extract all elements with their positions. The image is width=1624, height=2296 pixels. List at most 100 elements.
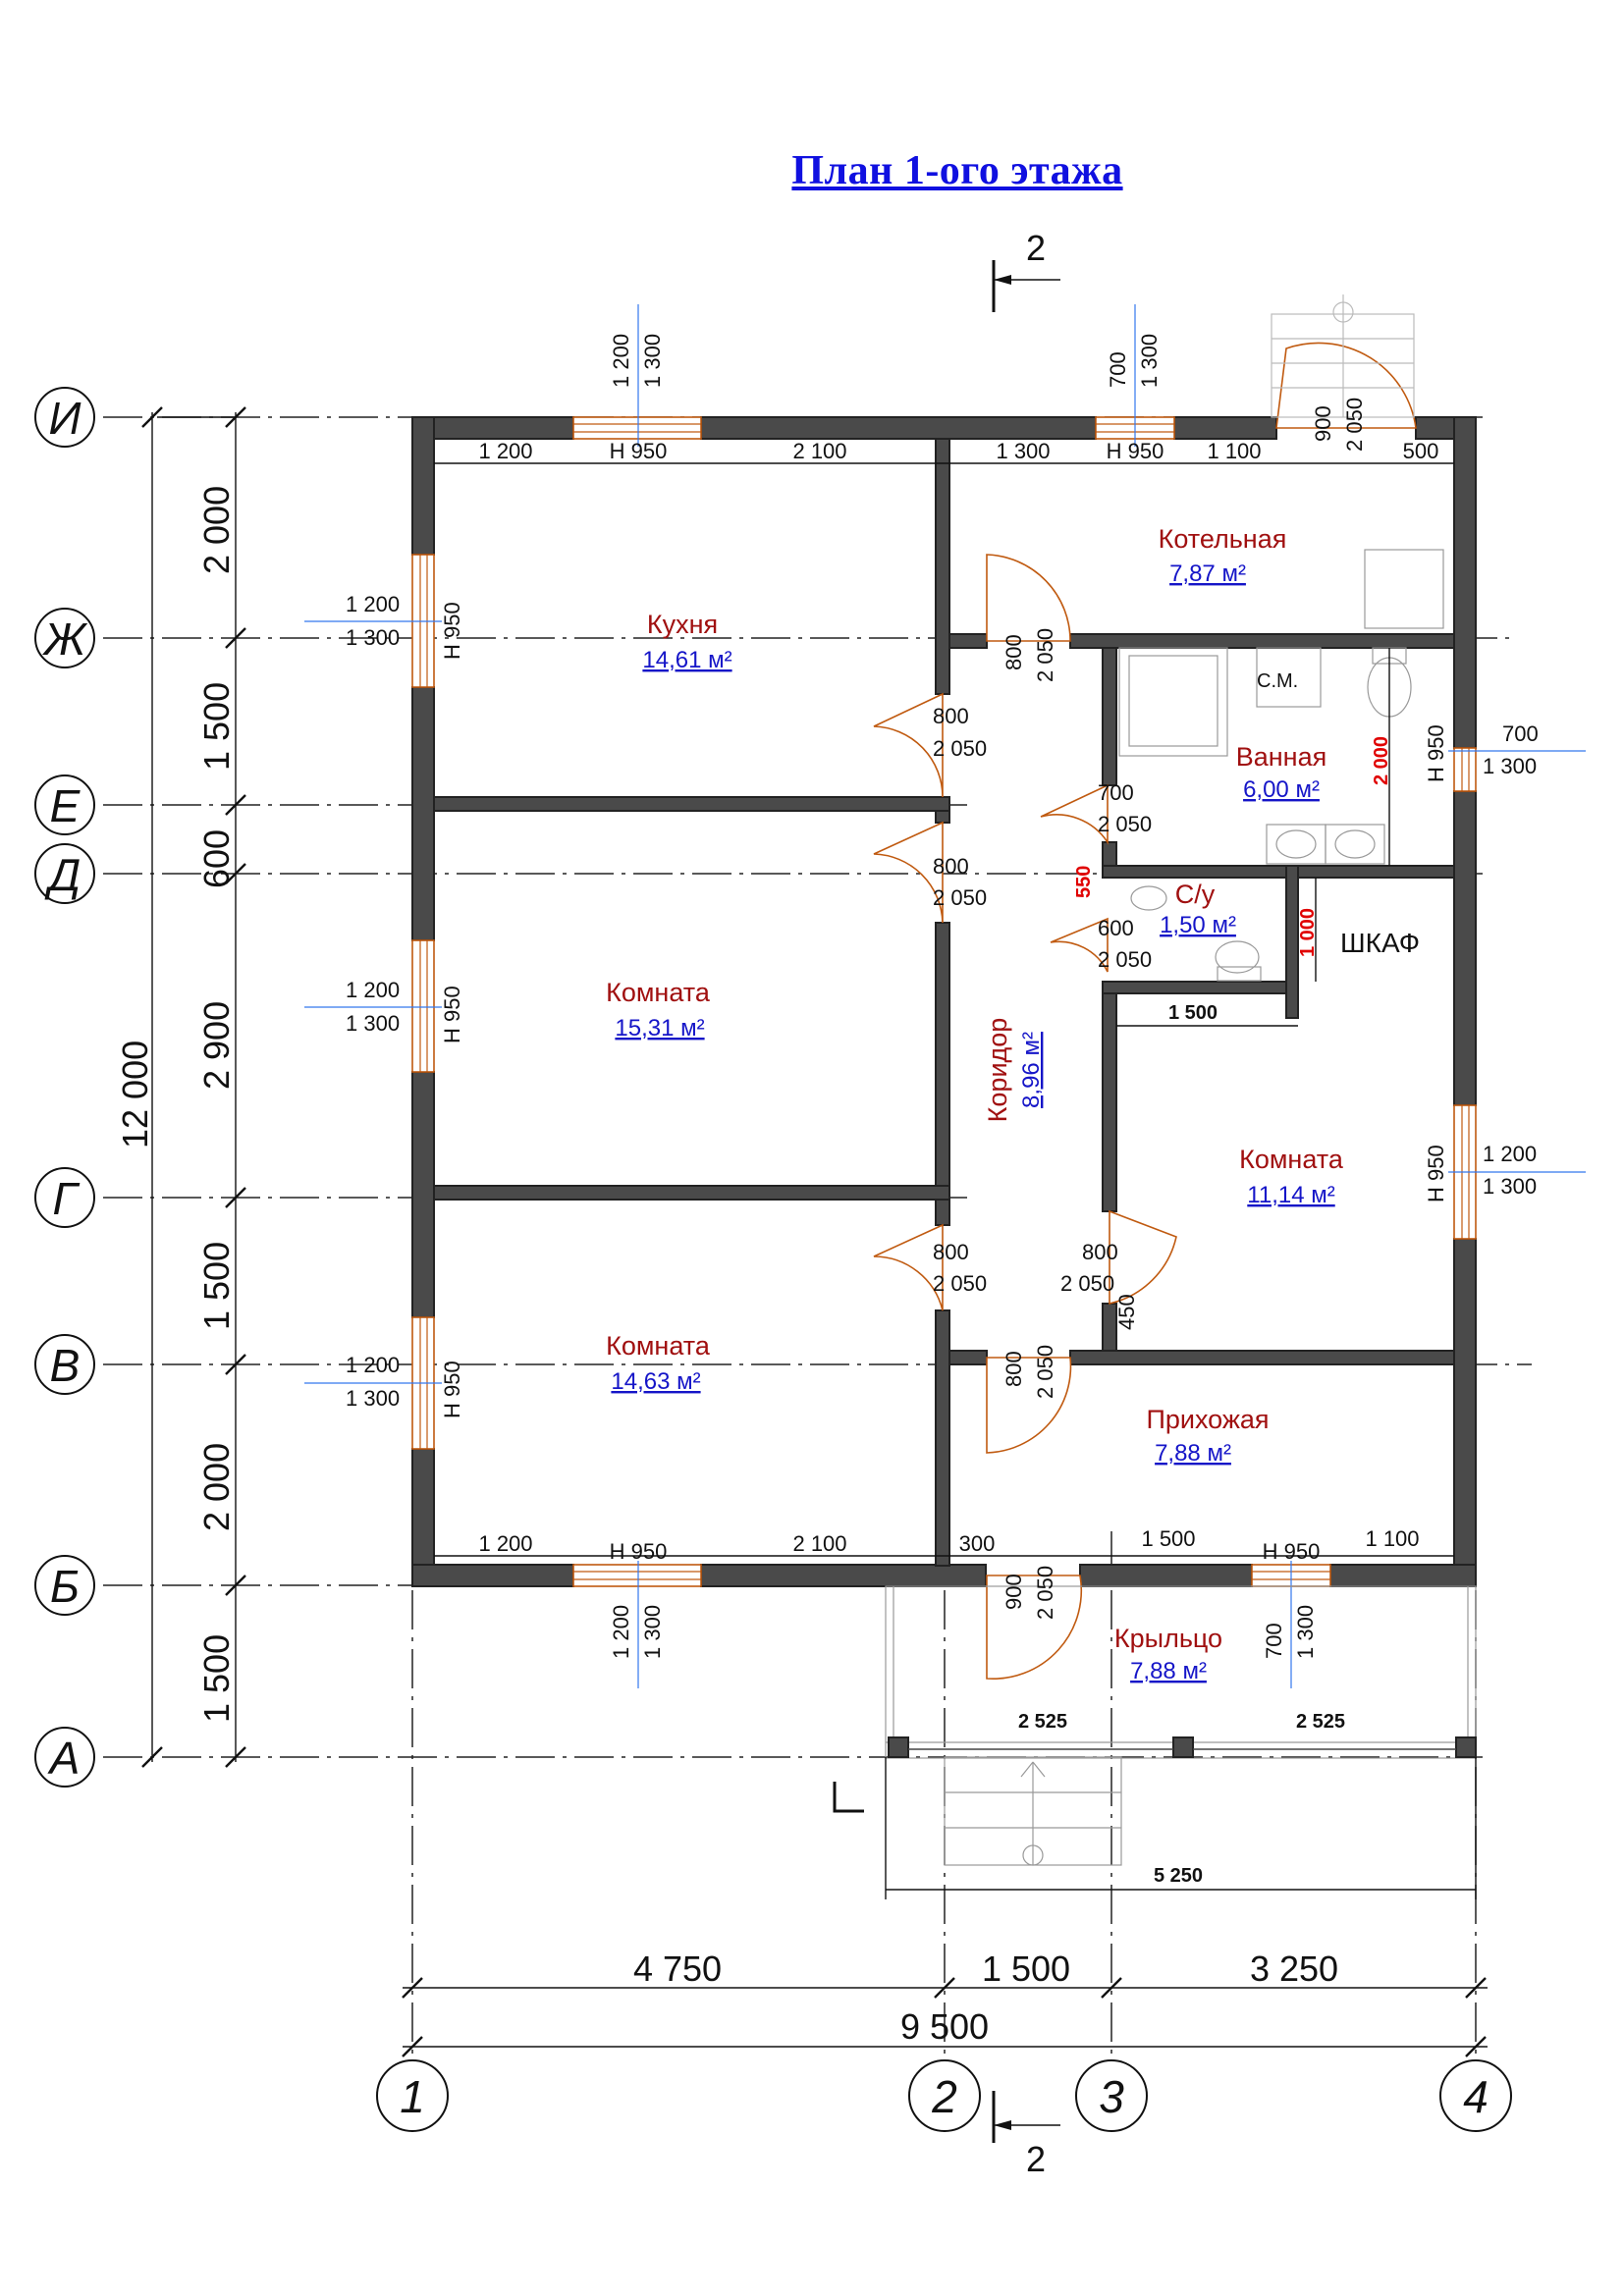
axis-row-6: В (50, 1340, 81, 1391)
room-area-corridor: 8,96 м² (1018, 1032, 1045, 1108)
win-right2-n: Н 950 (1424, 1145, 1448, 1202)
bottom-wall-dim-6: Н 950 (1263, 1539, 1321, 1564)
left-dim-4: 2 900 (196, 1001, 237, 1090)
door-top-h: 2 050 (1342, 398, 1367, 452)
section-mark-top: 2 (992, 228, 1060, 312)
win-bot2-w: 700 (1262, 1623, 1286, 1659)
door-wc-h: 2 050 (1098, 947, 1152, 972)
doors (873, 342, 1417, 1681)
section-mark-bottom: 2 (992, 2091, 1060, 2179)
room-name-room1: Комната (606, 978, 711, 1007)
win-right2-h: 1 300 (1483, 1174, 1537, 1199)
win-left2-n: Н 950 (440, 986, 464, 1043)
win-left2-h: 1 300 (346, 1011, 400, 1036)
axis-row-4: Д (44, 849, 81, 900)
room-labels: Кухня 14,61 м² Котельная 7,87 м² Ванная … (606, 524, 1420, 1684)
win-right1-n: Н 950 (1424, 724, 1448, 782)
room-name-corridor: Коридор (983, 1018, 1012, 1123)
door-entry-w: 900 (1001, 1574, 1026, 1610)
bottom-wall-dim-7: 1 100 (1365, 1526, 1419, 1551)
room-area-room3: 14,63 м² (611, 1368, 700, 1395)
room-area-room2: 11,14 м² (1247, 1182, 1334, 1208)
door-room3-w: 800 (933, 1240, 969, 1264)
door-kitchen-h: 2 050 (933, 736, 987, 761)
top-wall-dim-6: 1 100 (1207, 439, 1261, 463)
porch-width: 5 250 (1154, 1865, 1203, 1887)
door-entry-h: 2 050 (1033, 1566, 1057, 1620)
porch-half-right: 2 525 (1296, 1711, 1345, 1733)
axis-lines (103, 416, 1532, 2056)
win-right1-h: 1 300 (1483, 754, 1537, 778)
room-name-bath: Ванная (1236, 742, 1326, 772)
room-name-kitchen: Кухня (647, 610, 718, 639)
axis-row-8: А (47, 1733, 81, 1784)
bottom-dim-2: 1 500 (982, 1949, 1070, 1989)
win-left1-n: Н 950 (440, 602, 464, 660)
room-area-kitchen: 14,61 м² (642, 647, 731, 673)
section-label-bottom: 2 (1026, 2139, 1046, 2179)
section-label-top: 2 (1026, 228, 1046, 268)
total-height: 12 000 (115, 1041, 155, 1148)
win-bot1-h: 1 300 (640, 1605, 665, 1659)
left-dim-7: 1 500 (196, 1634, 237, 1723)
door-kitchen-w: 800 (933, 704, 969, 728)
axis-row-5: Г (52, 1173, 80, 1224)
col-axis-bubbles: 1 2 3 4 (376, 2059, 1512, 2132)
red-dim-1000: 1 000 (1297, 908, 1319, 957)
left-dim-1: 2 000 (196, 486, 237, 574)
row-axis-bubbles: И Ж Е Д Г В Б А (34, 387, 95, 1788)
door-boiler-h: 2 050 (1033, 628, 1057, 682)
room-area-bath: 6,00 м² (1243, 776, 1320, 803)
win-left2-w: 1 200 (346, 978, 400, 1002)
bottom-dim-1: 4 750 (633, 1949, 722, 1989)
win-bot2-h: 1 300 (1293, 1605, 1318, 1659)
bottom-dim-3: 3 250 (1250, 1949, 1338, 1989)
axis-row-2: Ж (42, 614, 88, 665)
door-bath-h: 2 050 (1098, 812, 1152, 836)
door-hall-h: 2 050 (1033, 1345, 1057, 1399)
top-wall-dim-2: Н 950 (610, 439, 668, 463)
section-mark-corner (833, 1782, 864, 1813)
door-bath-w: 700 (1098, 780, 1134, 805)
room-area-porch: 7,88 м² (1130, 1658, 1207, 1684)
door-room1-w: 800 (933, 854, 969, 879)
porch-half-left: 2 525 (1018, 1711, 1067, 1733)
washer-label: С.М. (1257, 670, 1298, 692)
top-wall-dim-3: 2 100 (792, 439, 846, 463)
axis-col-4: 4 (1463, 2071, 1489, 2122)
left-dim-6: 2 000 (196, 1443, 237, 1531)
closet-label: ШКАФ (1340, 928, 1420, 958)
red-dim-bath-2000: 2 000 (1371, 736, 1392, 785)
room-name-porch: Крыльцо (1114, 1624, 1222, 1653)
top-wall-dim-5: Н 950 (1107, 439, 1164, 463)
door-room2-h: 2 050 (1060, 1271, 1114, 1296)
room-name-hall: Прихожая (1146, 1405, 1269, 1434)
axis-col-1: 1 (400, 2071, 425, 2122)
wall-dimensions: 1 200 Н 950 2 100 1 300 Н 950 1 100 500 … (434, 439, 1454, 1564)
red-dimensions: 2 000 550 1 000 1 500 (1073, 648, 1392, 1027)
axis-row-1: И (49, 393, 81, 444)
left-dim-2: 1 500 (196, 682, 237, 771)
top-wall-dim-7: 500 (1403, 439, 1439, 463)
top-wall-dim-4: 1 300 (996, 439, 1050, 463)
bottom-wall-dim-2: Н 950 (610, 1539, 668, 1564)
total-width: 9 500 (900, 2006, 989, 2047)
walls (411, 416, 1477, 1587)
left-dim-3: 600 (196, 829, 237, 888)
porch: 5 250 2 525 2 525 (885, 1585, 1477, 1899)
door-size-labels: 800 2 050 800 2 050 800 2 050 800 2 050 … (933, 398, 1367, 1620)
bottom-wall-dim-3: 2 100 (792, 1531, 846, 1556)
win-right1-w: 700 (1502, 721, 1539, 746)
door-room2-w: 800 (1082, 1240, 1118, 1264)
bottom-wall-dim-5: 1 500 (1141, 1526, 1195, 1551)
door-wc-w: 600 (1098, 916, 1134, 940)
top-stairs (1271, 294, 1415, 418)
win-top1-w: 1 200 (609, 334, 633, 388)
win-right2-w: 1 200 (1483, 1142, 1537, 1166)
axis-row-7: Б (50, 1561, 80, 1612)
left-dim-5: 1 500 (196, 1242, 237, 1330)
win-bot1-w: 1 200 (609, 1605, 633, 1659)
door-boiler-w: 800 (1001, 634, 1026, 670)
room-area-boiler: 7,87 м² (1169, 561, 1246, 587)
